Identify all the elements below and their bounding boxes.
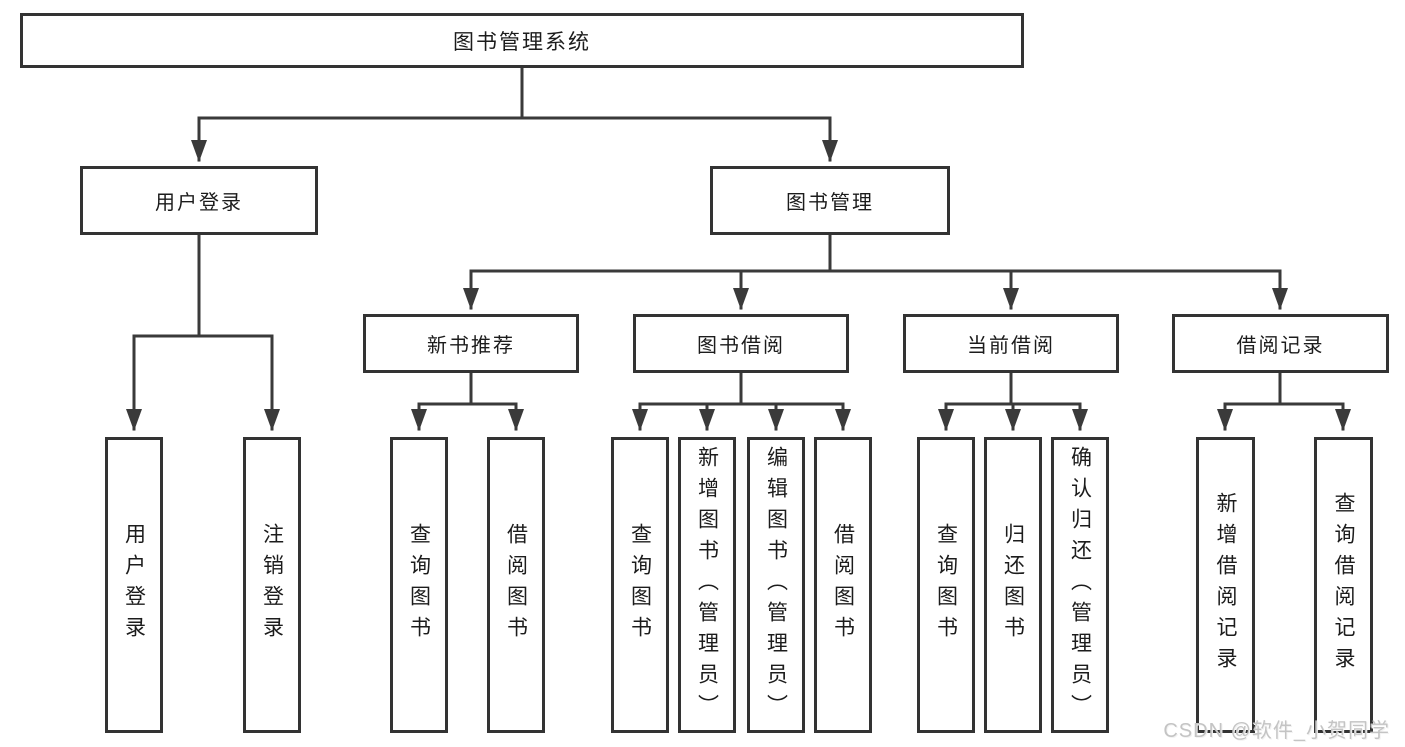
- leaf-label: 查询图书: [407, 523, 431, 647]
- node-system-root: 图书管理系统: [20, 13, 1024, 68]
- leaf-query-books-3: 查询图书: [917, 437, 975, 733]
- leaf-label: 新增借阅记录: [1214, 492, 1237, 678]
- leaf-label: 借阅图书: [831, 523, 855, 647]
- leaf-label: 借阅图书: [504, 523, 528, 647]
- leaf-add-book-admin: 新增图书（管理员）: [678, 437, 736, 733]
- leaf-label: 查询借阅记录: [1332, 492, 1355, 678]
- leaf-query-books-2: 查询图书: [611, 437, 669, 733]
- leaf-label: 查询图书: [628, 523, 652, 647]
- leaf-borrow-books-1: 借阅图书: [487, 437, 545, 733]
- node-book-management: 图书管理: [710, 166, 950, 235]
- leaf-label: 归还图书: [1001, 523, 1025, 647]
- leaf-borrow-books-2: 借阅图书: [814, 437, 872, 733]
- leaf-user-login: 用户登录: [105, 437, 163, 733]
- leaf-label: 注销登录: [260, 523, 284, 647]
- leaf-logout: 注销登录: [243, 437, 301, 733]
- node-user-login: 用户登录: [80, 166, 318, 235]
- leaf-return-books: 归还图书: [984, 437, 1042, 733]
- leaf-label: 用户登录: [122, 523, 146, 647]
- leaf-label: 新增图书（管理员）: [695, 445, 719, 725]
- node-borrow-records: 借阅记录: [1172, 314, 1389, 373]
- csdn-watermark: CSDN @软件_小贺同学: [1163, 720, 1390, 742]
- leaf-label: 查询图书: [934, 523, 958, 647]
- node-current-borrow: 当前借阅: [903, 314, 1119, 373]
- node-book-borrow: 图书借阅: [633, 314, 849, 373]
- leaf-edit-book-admin: 编辑图书（管理员）: [747, 437, 805, 733]
- leaf-add-borrow-record: 新增借阅记录: [1196, 437, 1255, 733]
- leaf-label: 确认归还（管理员）: [1068, 445, 1092, 725]
- leaf-query-books-1: 查询图书: [390, 437, 448, 733]
- leaf-query-borrow-record: 查询借阅记录: [1314, 437, 1373, 733]
- node-new-book-recommend: 新书推荐: [363, 314, 579, 373]
- leaf-label: 编辑图书（管理员）: [764, 445, 788, 725]
- leaf-confirm-return-admin: 确认归还（管理员）: [1051, 437, 1109, 733]
